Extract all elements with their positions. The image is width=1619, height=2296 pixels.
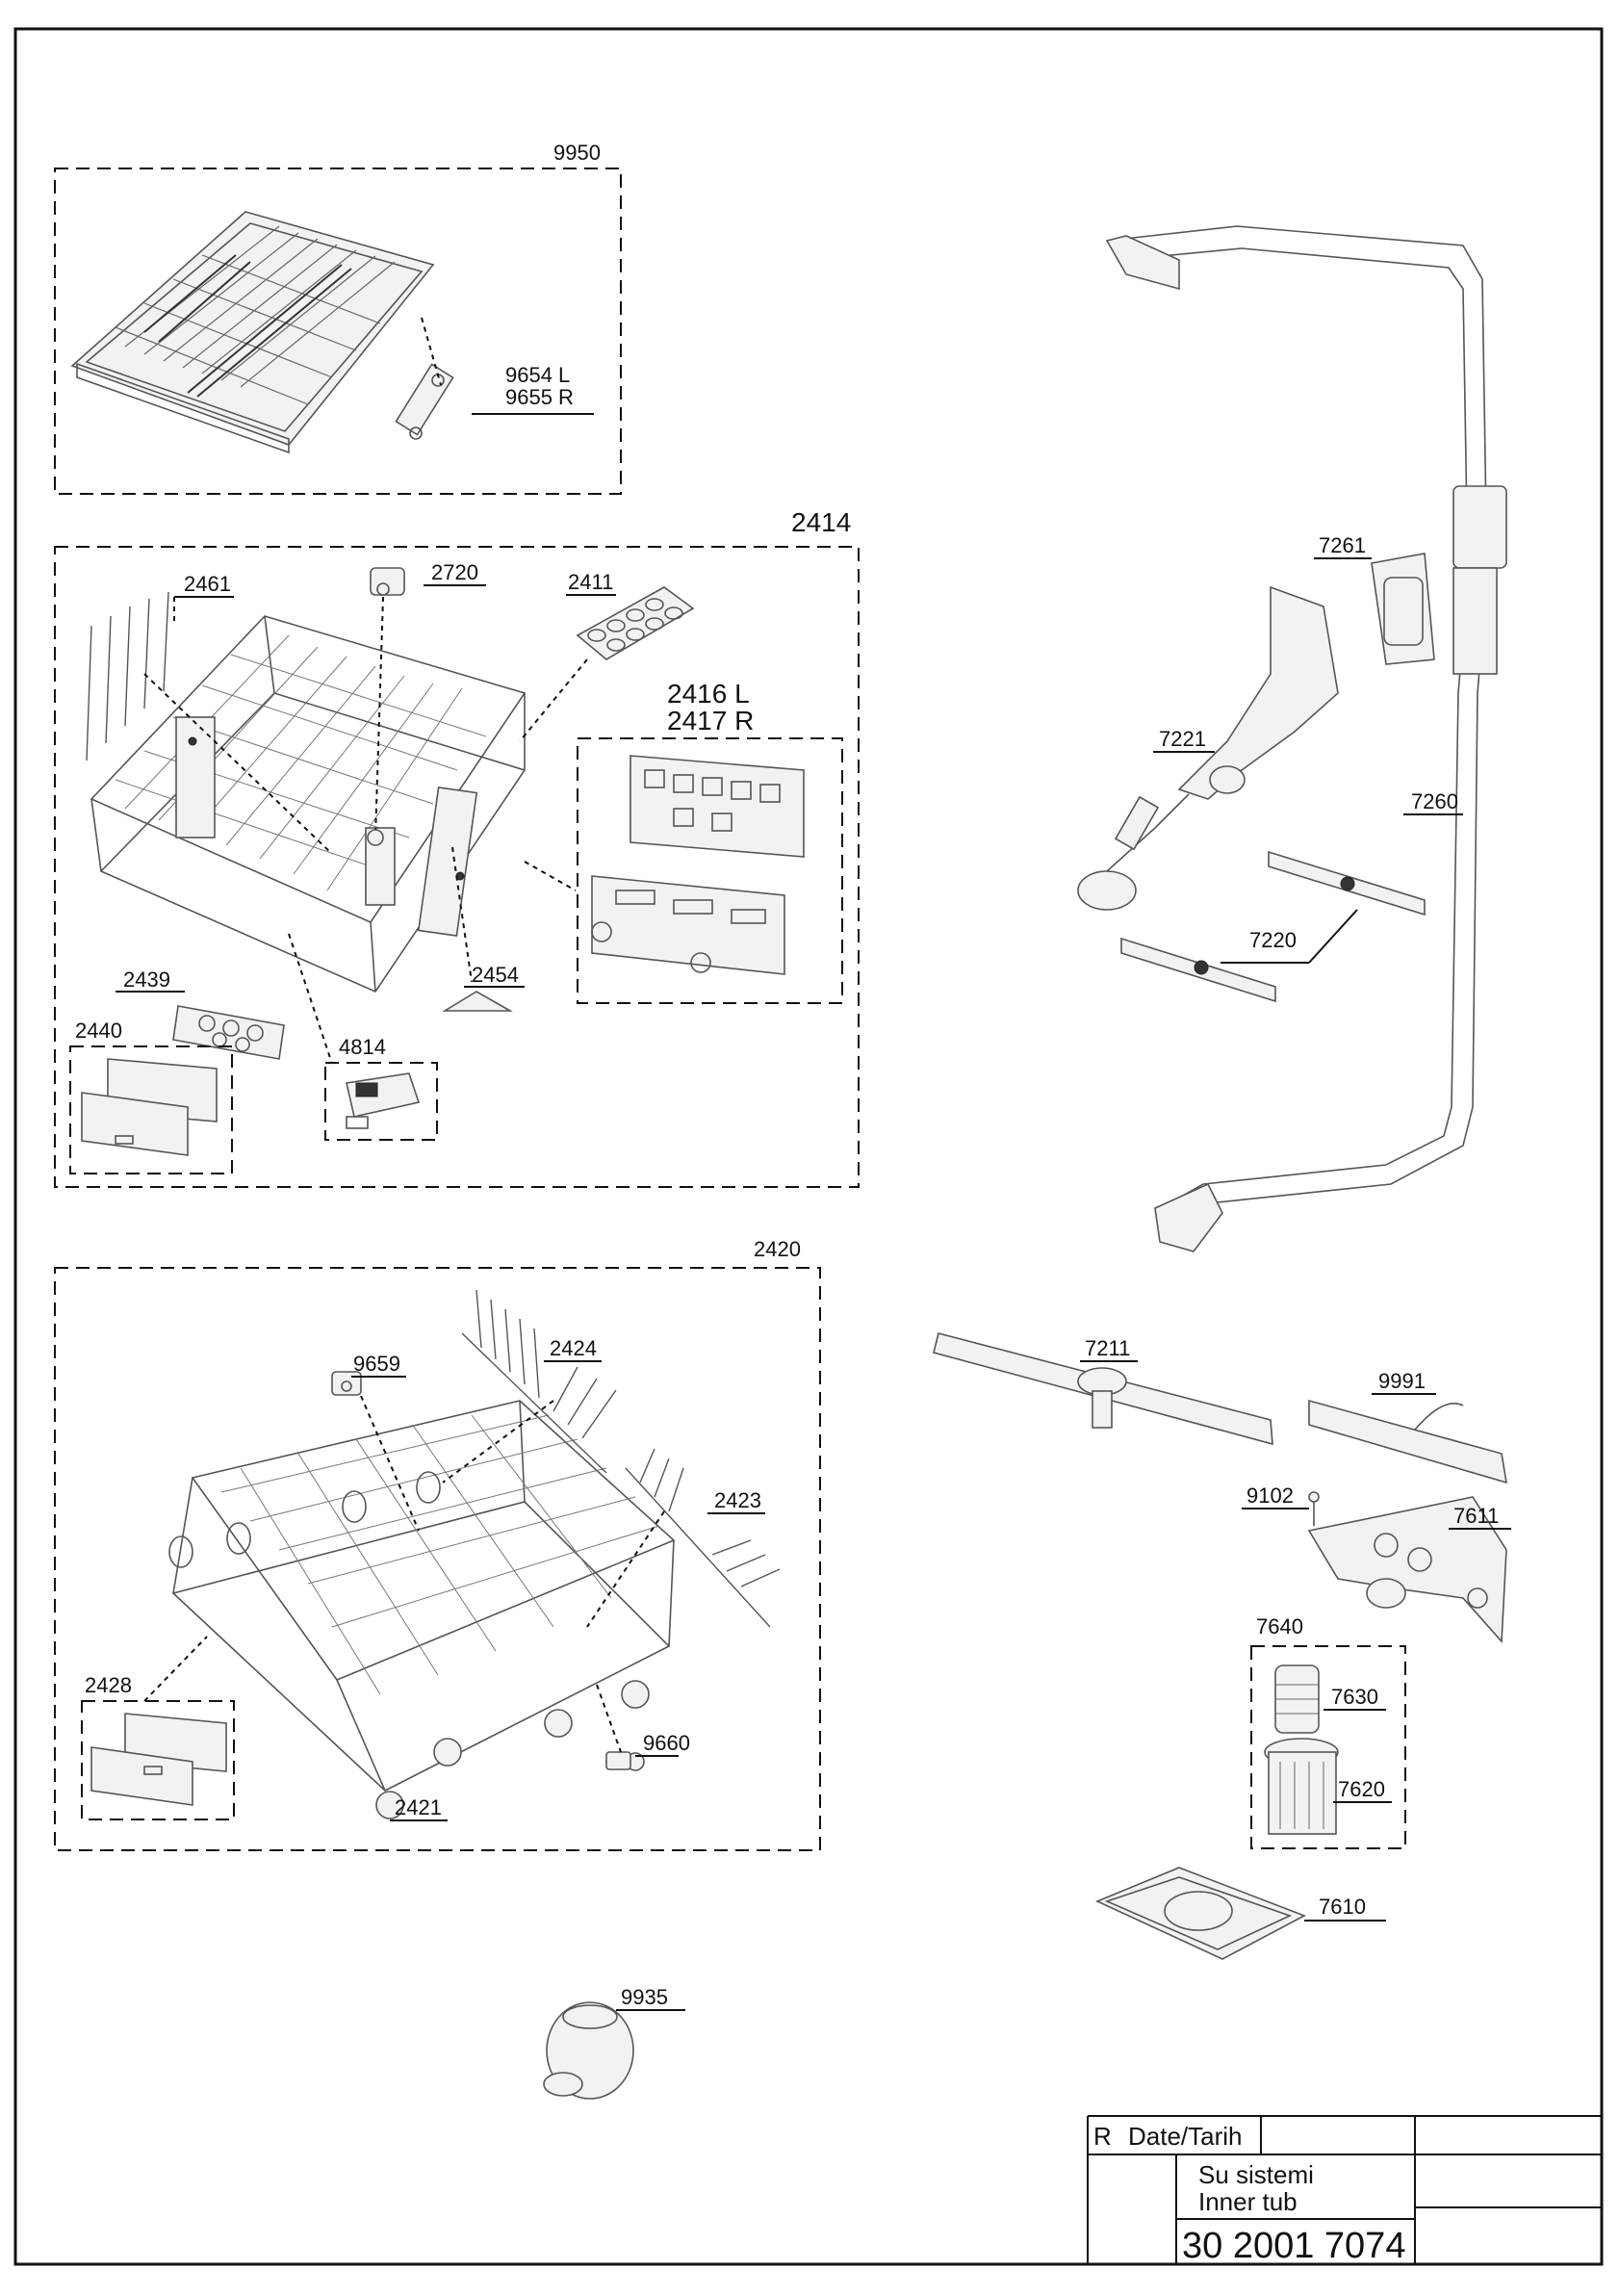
title-block-name-en: Inner tub <box>1198 2187 1298 2216</box>
tine-rack-2423-drawing <box>625 1448 781 1628</box>
cap-9935-drawing <box>543 2001 634 2100</box>
label-2461: 2461 <box>184 572 231 596</box>
label-2454: 2454 <box>472 963 519 987</box>
label-7611: 7611 <box>1453 1504 1499 1528</box>
label-7260: 7260 <box>1411 789 1458 813</box>
group-7640-box <box>1250 1645 1406 1849</box>
label-7211: 7211 <box>1085 1336 1130 1360</box>
leader-2423 <box>586 1510 665 1628</box>
tray-slider-part <box>395 363 454 436</box>
handle-2440-drawing <box>81 1058 218 1156</box>
filter-7620-drawing <box>1264 1738 1339 1835</box>
cutlery-tray-drawing <box>70 211 454 454</box>
label-2416: 2416 L <box>667 679 750 709</box>
title-block-date-label: Date/Tarih <box>1128 2122 1243 2151</box>
label-9102: 9102 <box>1246 1483 1294 1508</box>
pipe-7260-drawing <box>1105 225 1507 1252</box>
leader-2416 <box>524 861 577 891</box>
part-7261-drawing <box>1371 553 1435 665</box>
holder-2439-drawing <box>172 1005 285 1060</box>
label-2421: 2421 <box>395 1795 442 1819</box>
label-2411: 2411 <box>568 570 613 594</box>
leader-2424 <box>442 1400 554 1483</box>
part-7611-drawing <box>1307 1496 1507 1643</box>
title-block <box>1087 2115 1602 2264</box>
leader-4814 <box>288 933 333 1065</box>
leader-2411 <box>519 658 588 742</box>
roller-9660-drawing <box>605 1751 645 1771</box>
basket-side-rail-right <box>417 787 478 937</box>
label-7221: 7221 <box>1159 727 1206 751</box>
label-7630: 7630 <box>1331 1685 1378 1709</box>
leader-7220 <box>1308 909 1358 964</box>
label-9991: 9991 <box>1378 1369 1426 1393</box>
label-9935: 9935 <box>621 1985 668 2009</box>
tine-rack-2424-drawing <box>461 1289 617 1474</box>
label-7261: 7261 <box>1319 533 1366 557</box>
title-block-name-tr: Su sistemi <box>1198 2160 1314 2189</box>
title-block-doc-number: 30 2001 7074 <box>1182 2226 1405 2266</box>
filter-plate-7610-drawing <box>1095 1867 1306 1960</box>
label-9654: 9654 L <box>505 363 570 387</box>
holder-2411-drawing <box>576 586 695 660</box>
filter-7630-drawing <box>1274 1664 1320 1734</box>
leader-9659 <box>360 1395 420 1532</box>
group-4814-box <box>324 1062 438 1141</box>
label-9659: 9659 <box>353 1352 400 1376</box>
group-9950-box <box>54 168 622 495</box>
group-2420-box <box>54 1267 821 1851</box>
leader-2454 <box>451 846 473 983</box>
sheet-border <box>13 27 1604 2266</box>
label-2440: 2440 <box>75 1019 122 1043</box>
label-2424: 2424 <box>550 1336 597 1360</box>
label-9660: 9660 <box>643 1731 690 1755</box>
handle-2428-drawing <box>90 1713 227 1806</box>
group-2440-box <box>69 1045 233 1174</box>
label-2420: 2420 <box>754 1237 801 1261</box>
label-2720: 2720 <box>431 560 478 584</box>
group-2428-box <box>81 1700 235 1820</box>
title-block-rev: R <box>1093 2122 1112 2151</box>
label-4814: 4814 <box>339 1035 386 1059</box>
upper-basket-drawing <box>86 591 527 993</box>
screw-9102-drawing <box>1308 1491 1320 1526</box>
label-7610: 7610 <box>1319 1895 1366 1919</box>
label-7640: 7640 <box>1256 1614 1303 1638</box>
spray-arm-7220-drawing <box>1120 850 1426 1003</box>
part-2454-drawing <box>442 991 514 1012</box>
basket-side-rail <box>175 716 216 838</box>
leader-9660 <box>596 1684 622 1753</box>
spray-arm-7211-drawing <box>933 1332 1273 1446</box>
leader-2720 <box>374 596 384 838</box>
group-2414-box <box>54 546 860 1188</box>
label-2417: 2417 R <box>667 706 754 735</box>
group-2416-box <box>577 737 843 1004</box>
side-rack-2416-drawing <box>591 755 805 975</box>
part-9991-drawing <box>1308 1399 1507 1484</box>
label-9655: 9655 R <box>505 385 574 409</box>
label-7220: 7220 <box>1249 928 1297 952</box>
label-2414: 2414 <box>791 507 851 537</box>
label-2428: 2428 <box>85 1673 132 1697</box>
label-9950: 9950 <box>553 141 601 165</box>
clip-2720-drawing <box>370 567 405 596</box>
part-4814-drawing <box>346 1072 421 1129</box>
lower-basket-drawing <box>168 1400 676 1819</box>
label-2439: 2439 <box>123 967 170 992</box>
leader-2428 <box>143 1636 208 1702</box>
label-2423: 2423 <box>714 1488 761 1512</box>
leader-9654 <box>421 317 442 386</box>
pipe-7221-drawing <box>1077 585 1339 911</box>
leader-2461 <box>143 673 333 855</box>
label-7620: 7620 <box>1338 1777 1385 1801</box>
